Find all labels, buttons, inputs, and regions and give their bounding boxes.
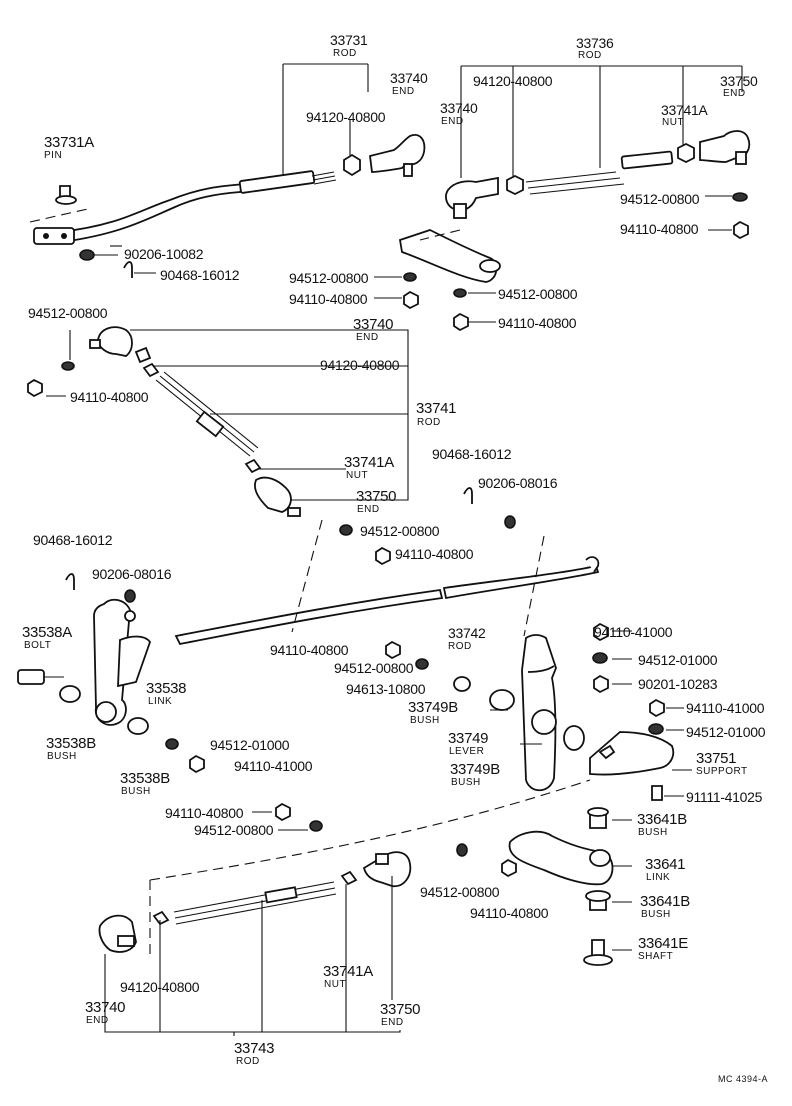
- label-94512-00800: 94512-00800: [360, 523, 440, 539]
- label-94120-40800: 94120-40800: [320, 357, 400, 373]
- label-33749b: 33749B: [408, 699, 458, 716]
- label-nut: NUT: [346, 470, 369, 481]
- label-end: END: [357, 504, 380, 515]
- label-rod: ROD: [333, 48, 357, 59]
- label-94512-00800: 94512-00800: [289, 270, 369, 286]
- label-94512-00800: 94512-00800: [28, 305, 108, 321]
- label-33641: 33641: [645, 856, 686, 873]
- label-94120-40800: 94120-40800: [120, 979, 200, 995]
- label-94110-40800: 94110-40800: [270, 642, 349, 658]
- label-33740: 33740: [353, 316, 394, 333]
- rod-33736-assembly: [374, 65, 751, 332]
- label-33750: 33750: [720, 73, 758, 89]
- label-bush: BUSH: [410, 715, 440, 726]
- label-end: END: [441, 116, 464, 127]
- label-link: LINK: [148, 696, 173, 707]
- label-94110-40800: 94110-40800: [498, 315, 577, 331]
- label-94120-40800: 94120-40800: [306, 109, 386, 125]
- label-90468-16012: 90468-16012: [33, 532, 113, 548]
- label-rod: ROD: [578, 50, 602, 61]
- label-94110-40800: 94110-40800: [289, 291, 368, 307]
- label-90468-16012: 90468-16012: [432, 446, 512, 462]
- label-nut: NUT: [324, 979, 347, 990]
- label-94110-41000: 94110-41000: [594, 624, 673, 640]
- label-33743: 33743: [234, 1040, 275, 1057]
- label-33740: 33740: [85, 999, 126, 1016]
- label-33741: 33741: [416, 400, 457, 417]
- label-33538b: 33538B: [120, 770, 170, 787]
- label-33731a: 33731A: [44, 134, 94, 151]
- label-94512-00800: 94512-00800: [620, 191, 700, 207]
- rod-33742-assembly: [17, 487, 692, 801]
- label-33641b: 33641B: [637, 811, 687, 828]
- label-support: SUPPORT: [696, 766, 748, 777]
- label-94110-41000: 94110-41000: [686, 700, 765, 716]
- label-94512-01000: 94512-01000: [686, 724, 766, 740]
- label-94110-40800: 94110-40800: [470, 905, 549, 921]
- label-94110-41000: 94110-41000: [234, 758, 313, 774]
- label-94512-01000: 94512-01000: [638, 652, 718, 668]
- label-bush: BUSH: [47, 751, 77, 762]
- label-94512-00800: 94512-00800: [194, 822, 274, 838]
- label-33736: 33736: [576, 35, 614, 51]
- rod-33743-assembly: [98, 779, 632, 1036]
- label-end: END: [86, 1015, 109, 1026]
- label-bush: BUSH: [451, 777, 481, 788]
- label-33750: 33750: [356, 488, 397, 505]
- label-bush: BUSH: [121, 786, 151, 797]
- label-lever: LEVER: [449, 746, 485, 757]
- label-90201-10283: 90201-10283: [638, 676, 718, 692]
- label-94512-00800: 94512-00800: [420, 884, 500, 900]
- label-94110-40800: 94110-40800: [395, 546, 474, 562]
- label-94512-00800: 94512-00800: [498, 286, 578, 302]
- label-rod: ROD: [236, 1056, 260, 1067]
- label-33740: 33740: [390, 70, 428, 86]
- label-94512-00800: 94512-00800: [334, 660, 414, 676]
- label-33538: 33538: [146, 680, 187, 697]
- label-pin: PIN: [44, 150, 63, 161]
- label-link: LINK: [646, 872, 671, 883]
- label-94512-01000: 94512-01000: [210, 737, 290, 753]
- rod-33731-assembly: [29, 63, 426, 278]
- label-91111-41025: 91111-41025: [686, 789, 763, 805]
- label-33538a: 33538A: [22, 624, 72, 641]
- label-end: END: [381, 1017, 404, 1028]
- label-33749: 33749: [448, 730, 489, 747]
- label-94613-10800: 94613-10800: [346, 681, 426, 697]
- label-bolt: BOLT: [24, 640, 52, 651]
- label-nut: NUT: [662, 117, 685, 128]
- label-33742: 33742: [448, 625, 486, 641]
- label-94120-40800: 94120-40800: [473, 73, 553, 89]
- figure-code: MC 4394-A: [718, 1074, 769, 1084]
- label-33751: 33751: [696, 750, 737, 767]
- label-end: END: [723, 88, 746, 99]
- label-90468-16012: 90468-16012: [160, 267, 240, 283]
- label-94110-40800: 94110-40800: [70, 389, 149, 405]
- label-94110-40800: 94110-40800: [620, 221, 699, 237]
- label-94110-40800: 94110-40800: [165, 805, 244, 821]
- label-rod: ROD: [448, 641, 472, 652]
- rod-33741-assembly: [27, 326, 409, 517]
- label-90206-10082: 90206-10082: [124, 246, 204, 262]
- label-rod: ROD: [417, 417, 441, 428]
- label-shaft: SHAFT: [638, 951, 674, 962]
- label-end: END: [356, 332, 379, 343]
- label-33749b: 33749B: [450, 761, 500, 778]
- label-end: END: [392, 86, 415, 97]
- label-bush: BUSH: [638, 827, 668, 838]
- label-33750: 33750: [380, 1001, 421, 1018]
- label-33741a: 33741A: [661, 102, 708, 118]
- label-33641e: 33641E: [638, 935, 688, 952]
- label-33538b: 33538B: [46, 735, 96, 752]
- label-90206-08016: 90206-08016: [478, 475, 558, 491]
- label-bush: BUSH: [641, 909, 671, 920]
- label-90206-08016: 90206-08016: [92, 566, 172, 582]
- label-33731: 33731: [330, 32, 368, 48]
- label-33741a: 33741A: [344, 454, 394, 471]
- label-33741a: 33741A: [323, 963, 373, 980]
- label-33641b: 33641B: [640, 893, 690, 910]
- label-33740: 33740: [440, 100, 478, 116]
